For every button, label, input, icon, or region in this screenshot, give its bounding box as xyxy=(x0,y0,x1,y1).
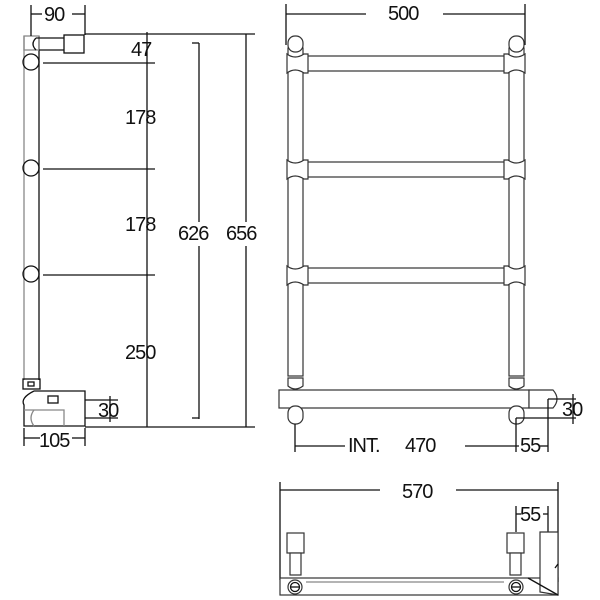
dim-side-top-gap: 47 xyxy=(131,39,152,61)
front-view: 500 30 xyxy=(278,3,584,457)
bar-joints xyxy=(286,52,526,287)
dim-side-bar-spacing-1: 178 xyxy=(125,107,156,129)
dim-front-int-width: 470 xyxy=(405,435,436,457)
dim-front-valve-offset: 55 xyxy=(520,435,541,457)
side-view: 30 105 90 47 178 178 250 626 656 xyxy=(22,4,260,452)
mounting-screws xyxy=(287,579,524,595)
dim-top-total-width: 570 xyxy=(402,481,433,503)
dim-front-valve-height: 30 xyxy=(562,399,583,421)
dim-side-total-height: 656 xyxy=(226,223,257,245)
dim-side-bottom-gap: 250 xyxy=(125,342,156,364)
dim-top-valve-offset: 55 xyxy=(520,504,541,526)
dim-front-int-label: INT. xyxy=(348,435,380,457)
top-view: 570 55 xyxy=(279,481,559,596)
dim-side-bottom-depth: 105 xyxy=(39,430,70,452)
dim-side-top-depth: 90 xyxy=(44,4,65,26)
dim-side-valve-height: 30 xyxy=(98,400,119,422)
dim-side-inner-height: 626 xyxy=(178,223,209,245)
dim-front-total-width: 500 xyxy=(388,3,419,25)
dim-side-bar-spacing-2: 178 xyxy=(125,214,156,236)
